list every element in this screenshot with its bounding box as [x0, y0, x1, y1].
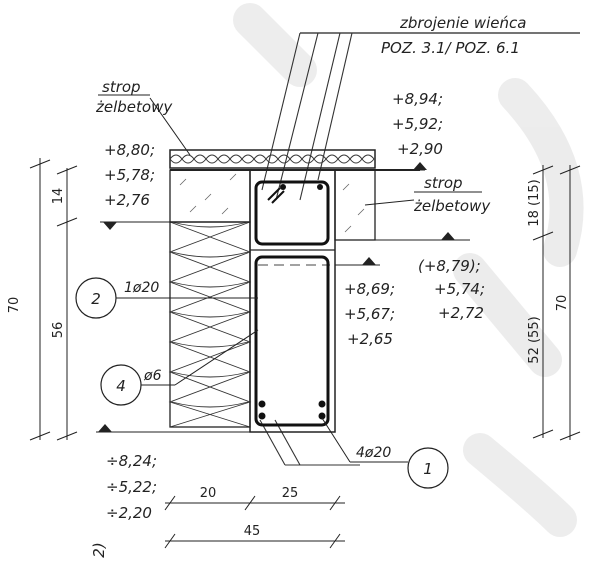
strop-left-label-2: żelbetowy — [95, 98, 173, 116]
pos-1-spec: 4ø20 — [356, 445, 391, 461]
dim-right-bottom: 52 (55) — [527, 316, 542, 363]
level-mid-center-1: +8,69; — [344, 280, 395, 298]
slab-insulation — [169, 149, 420, 171]
left-slab — [169, 169, 251, 223]
fragment-text: 2) — [90, 542, 108, 557]
pos-2-number: 2 — [91, 290, 101, 308]
strop-right-label-1: strop — [424, 174, 463, 192]
strop-left-label-1: strop — [102, 78, 141, 96]
level-top-right-1: +8,94; — [392, 90, 443, 108]
pos-1-number: 1 — [423, 460, 433, 478]
level-mid-center: +8,69; +5,67; +2,65 — [344, 280, 395, 348]
level-mid-center-3: +2,65 — [347, 330, 393, 348]
level-mid-right-3: +2,72 — [438, 304, 484, 322]
pos-2-spec: 1ø20 — [124, 280, 159, 296]
wall-insulation — [168, 221, 252, 428]
level-markers — [96, 162, 470, 433]
watermark — [233, 3, 584, 537]
dim-bottom-b: 25 — [282, 486, 299, 501]
level-top-left-1: +8,80; — [104, 141, 155, 159]
level-top-left-2: +5,78; — [104, 166, 155, 184]
level-top-left: +8,80; +5,78; +2,76 — [104, 141, 155, 209]
dim-left-top: 14 — [51, 188, 66, 205]
level-mid-right-1: (+8,79); — [418, 257, 481, 275]
pos-4-spec: ø6 — [143, 368, 162, 384]
level-top-right: +8,94; +5,92; +2,90 — [392, 90, 443, 158]
level-bottom-left: ÷8,24; ÷5,22; ÷2,20 — [106, 452, 157, 522]
level-bottom-left-3: ÷2,20 — [106, 504, 152, 522]
callout-pos-1: 1 4ø20 — [321, 417, 449, 489]
callout-pos-4: 4 ø6 — [100, 329, 259, 406]
ring-beam — [249, 169, 336, 433]
dim-left-bottom: 56 — [51, 322, 66, 339]
callout-pos-2: 2 1ø20 — [75, 277, 258, 319]
title-line-1: zbrojenie wieńca — [399, 14, 526, 32]
dim-left-total: 70 — [7, 297, 22, 314]
level-top-right-2: +5,92; — [392, 115, 443, 133]
level-mid-center-2: +5,67; — [344, 305, 395, 323]
title-line-2: POZ. 3.1/ POZ. 6.1 — [381, 39, 520, 57]
dim-bottom-a: 20 — [200, 486, 217, 501]
dim-right-total: 70 — [555, 295, 570, 312]
level-bottom-left-1: ÷8,24; — [106, 452, 157, 470]
level-mid-right-2: +5,74; — [434, 280, 485, 298]
level-top-right-3: +2,90 — [397, 140, 443, 158]
dim-left — [29, 158, 78, 441]
pos-4-number: 4 — [116, 377, 126, 395]
level-top-left-3: +2,76 — [104, 191, 150, 209]
level-mid-right: (+8,79); +5,74; +2,72 — [418, 257, 485, 322]
title-block: zbrojenie wieńca POZ. 3.1/ POZ. 6.1 — [300, 14, 580, 57]
strop-right-label-2: żelbetowy — [413, 197, 491, 215]
dim-bottom-total: 45 — [244, 524, 261, 539]
dim-right — [532, 165, 581, 441]
rebar-diagonals — [259, 32, 360, 466]
dim-right-top: 18 (15) — [527, 179, 542, 226]
level-bottom-left-2: ÷5,22; — [106, 478, 157, 496]
dim-bottom — [164, 495, 345, 549]
strop-labels: strop żelbetowy strop żelbetowy — [95, 78, 491, 215]
